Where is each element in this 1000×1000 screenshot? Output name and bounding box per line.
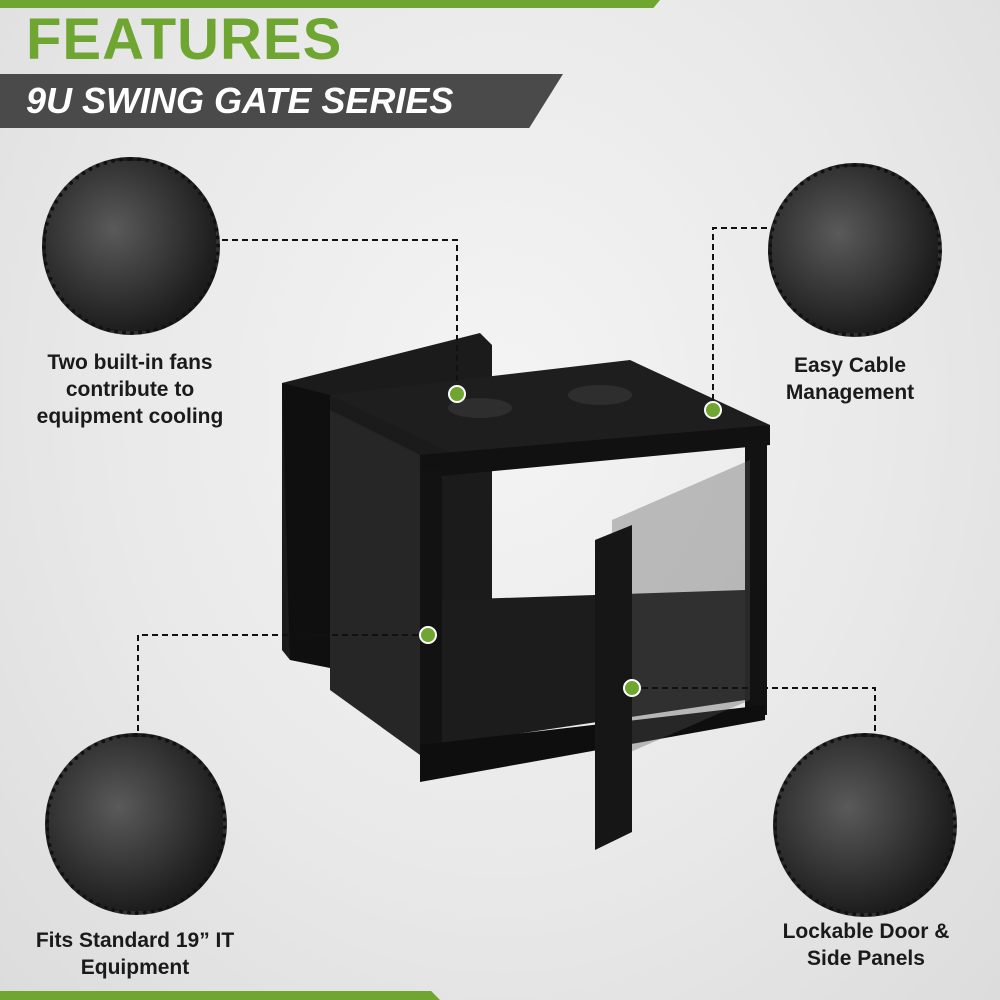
- door-handle-panel: [595, 525, 632, 850]
- top-accent-bar: [0, 0, 660, 8]
- fan-icon: [568, 385, 632, 405]
- label-line: Equipment: [80, 956, 190, 979]
- callout-dot: [419, 626, 437, 644]
- subtitle-banner: 9U SWING GATE SERIES: [0, 74, 563, 128]
- feature-label-cable: Easy Cable Management: [740, 352, 960, 406]
- feature-label-fits: Fits Standard 19” IT Equipment: [0, 927, 270, 981]
- bottom-accent-bar: [0, 991, 440, 1000]
- label-line: Lockable Door &: [782, 920, 950, 943]
- subtitle: 9U SWING GATE SERIES: [26, 80, 454, 121]
- label-line: Two built-in fans: [47, 351, 213, 374]
- feature-label-lock: Lockable Door & Side Panels: [756, 918, 976, 972]
- callout-dot: [623, 679, 641, 697]
- label-line: Fits Standard 19” IT: [35, 929, 235, 952]
- label-line: Management: [785, 381, 915, 404]
- base-closeup-icon: [45, 733, 227, 915]
- label-line: contribute to: [65, 378, 195, 401]
- page-title: FEATURES: [26, 7, 343, 72]
- label-line: Easy Cable: [793, 354, 907, 377]
- label-line: Side Panels: [807, 947, 925, 970]
- callout-dot: [704, 401, 722, 419]
- lock-key-closeup-icon: [773, 733, 957, 917]
- fan-icon: [448, 398, 512, 418]
- feature-label-fans: Two built-in fans contribute to equipmen…: [0, 349, 260, 430]
- callout-dot: [448, 385, 466, 403]
- fan-closeup-icon: [42, 157, 220, 335]
- label-line: equipment cooling: [36, 405, 224, 428]
- cable-rail-closeup-icon: [768, 163, 942, 337]
